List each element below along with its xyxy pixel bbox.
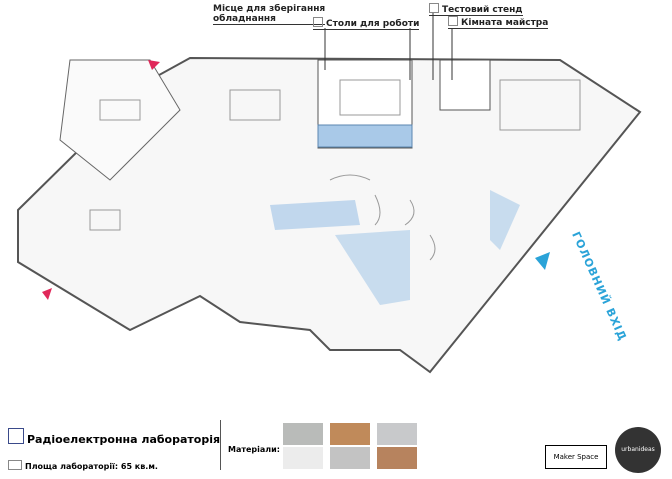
callout-master-room: Кімната майстра xyxy=(448,16,549,29)
material-swatch xyxy=(377,447,417,469)
material-swatch xyxy=(330,423,370,445)
circuit-icon xyxy=(8,428,24,444)
entrance-arrow-icon xyxy=(535,252,550,270)
furniture xyxy=(89,79,581,261)
glass-partition xyxy=(335,230,410,305)
legend-area: Площа лабораторії: 65 кв.м. xyxy=(8,460,158,471)
materials-label: Матеріали: xyxy=(228,445,280,454)
material-swatch xyxy=(283,447,323,469)
material-swatch xyxy=(377,423,417,445)
urbanideas-logo: urbanideas xyxy=(615,427,661,473)
pink-arrow-icon xyxy=(42,288,52,300)
floorplan-icon xyxy=(8,460,22,470)
callout-icon xyxy=(448,16,458,26)
glass-wall xyxy=(317,124,413,148)
glass-right xyxy=(490,190,520,250)
callout-desks: Столи для роботи xyxy=(313,17,420,30)
maker-space-logo: Maker Space xyxy=(545,445,607,469)
callout-icon xyxy=(313,17,323,27)
material-swatch xyxy=(283,423,323,445)
pink-arrow-icon xyxy=(148,60,160,70)
legend-title: Радіоелектронна лабораторія xyxy=(8,428,220,446)
material-swatch xyxy=(330,447,370,469)
floor-plan xyxy=(17,12,642,374)
divider xyxy=(220,420,221,470)
callout-icon xyxy=(429,3,439,13)
callout-test-stand: Тестовий стенд xyxy=(429,3,523,16)
master-room xyxy=(439,59,491,111)
meeting-glass xyxy=(270,200,360,230)
